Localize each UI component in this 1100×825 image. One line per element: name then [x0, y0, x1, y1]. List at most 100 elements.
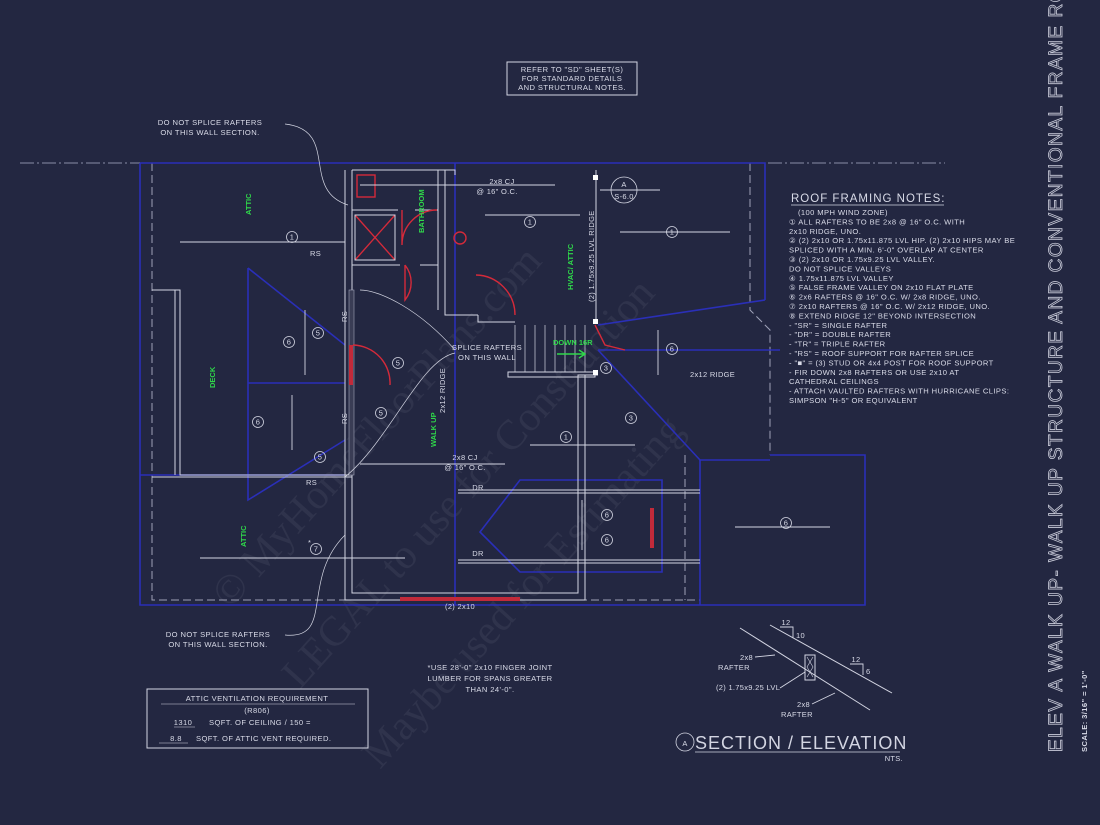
- svg-text:7: 7: [314, 545, 318, 554]
- callout-5: 5: [312, 327, 324, 339]
- room-deck: DECK: [208, 366, 217, 388]
- label: (2) 1.75x9.25 LVL RIDGE: [587, 210, 596, 302]
- svg-text:3: 3: [629, 414, 633, 423]
- roof-note-line: DO NOT SPLICE VALLEYS: [789, 264, 891, 273]
- scale-label: SCALE: 3/16" = 1'-0": [1080, 670, 1089, 752]
- label: 12: [782, 618, 791, 627]
- label: ROOF FRAMING NOTES:: [791, 193, 945, 205]
- callout-5: 5: [392, 357, 404, 369]
- label: S-6.0: [614, 192, 633, 201]
- label: RS: [340, 413, 349, 424]
- callout-5: 5: [375, 407, 387, 419]
- roof-note-line: ③ (2) 2x10 OR 1.75x9.25 LVL VALLEY.: [789, 255, 935, 264]
- label: RS: [310, 249, 321, 258]
- interior-walls: [152, 169, 700, 601]
- callout-5: 5: [314, 451, 326, 463]
- roof-note-line: SIMPSON "H-5" OR EQUIVALENT: [789, 396, 918, 405]
- callout-6: 6: [283, 336, 295, 348]
- label: @ 16" O.C.: [476, 187, 517, 196]
- callout-1: 1: [524, 216, 536, 228]
- roof-framing-notes: ROOF FRAMING NOTES: (100 MPH WIND ZONE)①…: [789, 193, 1015, 405]
- roof-note-line: ① ALL RAFTERS TO BE 2x8 @ 16" O.C. WITH: [789, 217, 965, 226]
- callout-6: 6: [601, 534, 613, 546]
- label: 8.8: [170, 734, 182, 743]
- label: ON THIS WALL SECTION.: [160, 128, 259, 137]
- label: RS: [306, 478, 317, 487]
- reference-note: REFER TO "SD" SHEET(S) FOR STANDARD DETA…: [506, 61, 638, 96]
- label: SQFT. OF ATTIC VENT REQUIRED.: [196, 734, 331, 743]
- callout-1: 1: [666, 226, 678, 238]
- svg-text:3: 3: [604, 364, 608, 373]
- splice-note-top: DO NOT SPLICE RAFTERS: [158, 118, 262, 127]
- label: 6: [866, 667, 870, 676]
- svg-text:6: 6: [605, 536, 609, 545]
- attic-ventilation-box: ATTIC VENTILATION REQUIREMENT (R806) 131…: [146, 688, 369, 749]
- roof-outline: [139, 162, 866, 606]
- room-bathroom: BATHROOM: [417, 189, 426, 233]
- svg-text:1: 1: [564, 433, 568, 442]
- svg-text:1: 1: [290, 233, 294, 242]
- label: 2x8 CJ: [489, 177, 514, 186]
- svg-text:6: 6: [784, 519, 788, 528]
- label: 2x12 RIDGE: [438, 368, 447, 413]
- label: ATTIC VENTILATION REQUIREMENT: [186, 694, 329, 703]
- leader-lines: [284, 123, 456, 636]
- callout-7: 7*: [308, 538, 322, 555]
- callout-1: 1: [560, 431, 572, 443]
- label: Maybe used for Estimating: [353, 407, 692, 777]
- doors: [352, 209, 626, 386]
- svg-text:*: *: [308, 538, 311, 547]
- roof-note-line: (100 MPH WIND ZONE): [798, 208, 888, 217]
- label: (R806): [244, 706, 270, 715]
- label: 10: [796, 631, 805, 640]
- label: 1310: [174, 718, 193, 727]
- label: RS: [340, 311, 349, 322]
- label: NTS.: [885, 754, 903, 763]
- roof-note-line: - "TR" = TRIPLE RAFTER: [789, 340, 886, 349]
- room-attic-top: ATTIC: [244, 193, 253, 215]
- label: RAFTER: [718, 663, 750, 672]
- label: DR: [472, 483, 484, 492]
- label: DR: [472, 549, 484, 558]
- label: 2x8: [797, 700, 810, 709]
- roof-note-line: - "■" = (3) STUD OR 4x4 POST FOR ROOF SU…: [789, 358, 994, 367]
- label: THAN 24'-0".: [465, 685, 514, 694]
- roof-note-line: ⑥ 2x6 RAFTERS @ 16" O.C. W/ 2x8 RIDGE, U…: [789, 293, 981, 302]
- label: FOR STANDARD DETAILS: [522, 74, 623, 83]
- label: LUMBER FOR SPANS GREATER: [428, 674, 553, 683]
- label: 2x8: [740, 653, 753, 662]
- roof-note-line: SPLICED WITH A MIN. 6'-0" OVERLAP AT CEN…: [789, 246, 984, 255]
- callout-6: 6: [252, 416, 264, 428]
- roof-note-line: - ATTACH VAULTED RAFTERS WITH HURRICANE …: [789, 387, 1009, 396]
- roof-note-line: ⑧ EXTEND RIDGE 12" BEYOND INTERSECTION: [789, 311, 976, 320]
- roof-note-line: CATHEDRAL CEILINGS: [789, 377, 879, 386]
- roof-note-line: 2x10 RIDGE, UNO.: [789, 227, 861, 236]
- label: ON THIS WALL: [458, 353, 516, 362]
- callout-1: 1: [286, 231, 298, 243]
- room-hvac-attic: HVAC/ ATTIC: [566, 243, 575, 290]
- svg-text:5: 5: [316, 329, 320, 338]
- roof-note-line: - FIR DOWN 2x8 RAFTERS OR USE 2x10 AT: [789, 368, 959, 377]
- svg-text:1: 1: [528, 218, 532, 227]
- svg-text:6: 6: [605, 511, 609, 520]
- svg-text:1: 1: [670, 228, 674, 237]
- label: 12: [852, 655, 861, 664]
- callout-3: 3: [625, 412, 637, 424]
- section-marker: A S-6.0: [610, 176, 638, 204]
- callout-6: 6: [780, 517, 792, 529]
- splice-note-bottom: DO NOT SPLICE RAFTERS: [166, 630, 270, 639]
- svg-text:6: 6: [256, 418, 260, 427]
- stairs-arrow-icon: [557, 349, 587, 359]
- roof-note-line: - "DR" = DOUBLE RAFTER: [789, 330, 891, 339]
- stairs-down-label: DOWN 16R: [553, 338, 593, 347]
- callout-3: 3: [600, 362, 612, 374]
- label: 2x12 RIDGE: [690, 370, 735, 379]
- svg-text:5: 5: [396, 359, 400, 368]
- label: (2) 2x10: [445, 602, 475, 611]
- room-attic-bottom: ATTIC: [239, 525, 248, 547]
- section-title: SECTION / ELEVATION: [695, 733, 907, 753]
- roof-note-line: ⑦ 2x10 RAFTERS @ 16" O.C. W/ 2x12 RIDGE,…: [789, 302, 990, 311]
